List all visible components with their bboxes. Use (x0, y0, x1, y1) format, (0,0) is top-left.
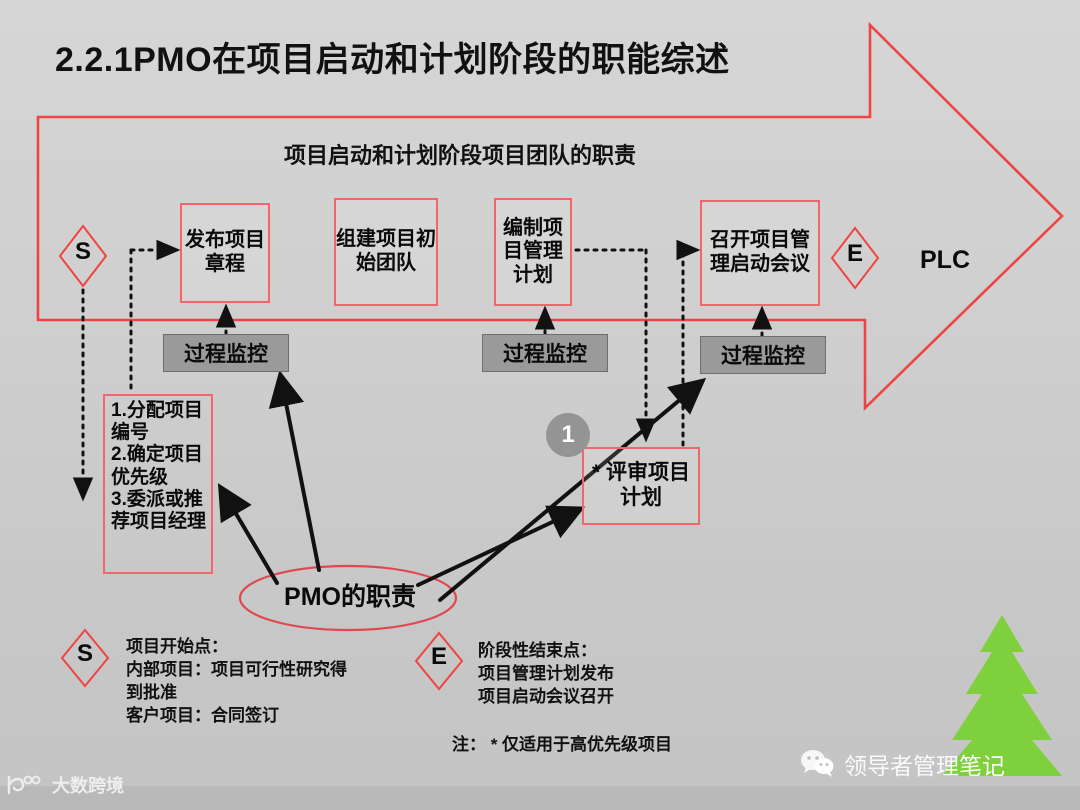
wechat-watermark-text: 领导者管理笔记 (844, 753, 1005, 779)
end-diamond-top (830, 226, 880, 290)
subtitle: 项目启动和计划阶段项目团队的职责 (283, 143, 636, 168)
dashukuajing-logo-icon (7, 775, 41, 795)
legend-line: 客户项目：合同签订 (126, 705, 279, 725)
dashukuajing-watermark: 大数跨境 (6, 768, 146, 802)
legend-footnote: 注： * 仅适用于高优先级项目 (452, 735, 673, 754)
process-box-form-team[interactable]: 组建项目初始团队 (334, 198, 438, 306)
pmo-ellipse-label: PMO的职责 (284, 583, 416, 611)
end-diamond-legend (414, 631, 464, 691)
review-badge-number: 1 (546, 413, 590, 457)
plc-arrow-outline (36, 21, 1064, 412)
monitor-box-2[interactable]: 过程监控 (482, 334, 608, 372)
dotted-connectors (72, 239, 773, 502)
legend-line: 项目管理计划发布 (478, 663, 614, 683)
list-item: 2.确定项目优先级 (111, 444, 203, 488)
pmo-responsibility-ellipse (238, 564, 458, 632)
page-title: 2.2.1PMO在项目启动和计划阶段的职能综述 (55, 41, 730, 79)
pmo-solid-arrows (217, 370, 707, 602)
bottom-bar (0, 786, 1080, 810)
legend-line: 阶段性结束点： (478, 641, 597, 660)
legend-line: 内部项目：项目可行性研究得 (126, 659, 347, 679)
start-marker-top-label: S (74, 238, 91, 265)
monitor-box-1[interactable]: 过程监控 (163, 334, 289, 372)
process-box-issue-charter[interactable]: 发布项目章程 (180, 203, 270, 303)
legend-line: 到批准 (126, 682, 177, 702)
legend-start-text: 项目开始点： 内部项目：项目可行性研究得 到批准 客户项目：合同签订 (126, 636, 426, 728)
wechat-watermark: 领导者管理笔记 (800, 744, 1070, 784)
plc-label: PLC (920, 246, 970, 274)
process-box-kickoff[interactable]: 召开项目管理启动会议 (700, 200, 820, 306)
start-diamond-top (58, 224, 108, 288)
list-item: 3.委派或推荐项目经理 (111, 488, 207, 533)
legend-line: 项目启动会议召开 (478, 686, 614, 706)
legend-end-text: 阶段性结束点： 项目管理计划发布 项目启动会议召开 (478, 640, 778, 709)
dashukuajing-watermark-text: 大数跨境 (52, 776, 124, 796)
legend-start-marker-label: S (76, 640, 93, 667)
end-marker-top-label: E (846, 240, 863, 267)
legend-end-marker-label: E (430, 643, 447, 670)
list-item: 1.分配项目编号 (111, 400, 203, 444)
legend-line: 项目开始点： (126, 637, 228, 656)
wechat-icon (801, 750, 834, 777)
pmo-task-list: 1.分配项目编号 2.确定项目优先级 3.委派或推荐项目经理 (103, 394, 213, 574)
process-box-review-plan[interactable]: * 评审项目计划 (582, 447, 700, 525)
start-diamond-legend (60, 628, 110, 688)
tree-decoration (942, 615, 1062, 776)
process-box-plan[interactable]: 编制项目管理计划 (494, 198, 572, 306)
monitor-box-3[interactable]: 过程监控 (700, 336, 826, 374)
